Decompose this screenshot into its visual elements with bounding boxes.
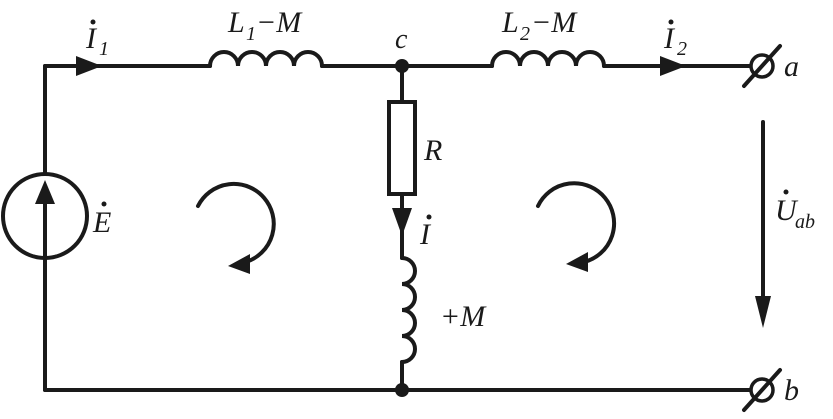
voltage-arrow-uab — [755, 120, 771, 328]
svg-text:E: E — [92, 206, 111, 239]
dot-accent — [783, 189, 789, 195]
label-terminal-b: b — [784, 374, 799, 407]
svg-text:L: L — [501, 6, 519, 39]
arrow-i-icon — [392, 208, 412, 236]
arrow-i1-icon — [76, 56, 102, 76]
label-current-i: I — [419, 214, 432, 251]
svg-text:L: L — [227, 6, 245, 39]
svg-text:−M: −M — [531, 6, 578, 39]
terminal-b — [742, 368, 782, 412]
svg-text:1: 1 — [99, 38, 109, 60]
label-l1-minus-m: L 1 −M — [227, 6, 303, 45]
svg-text:ab: ab — [795, 211, 815, 233]
label-resistor-r: R — [423, 134, 442, 167]
svg-text:I: I — [85, 22, 98, 55]
label-voltage-uab: U ab — [775, 189, 815, 233]
inductor-l1-minus-m — [208, 50, 324, 68]
svg-text:U: U — [775, 194, 799, 227]
node-c-dot — [395, 59, 409, 73]
label-l2-minus-m: L 2 −M — [501, 6, 578, 45]
svg-text:I: I — [419, 218, 432, 251]
svg-text:1: 1 — [246, 23, 256, 45]
svg-text:2: 2 — [677, 38, 687, 60]
inductor-plus-m — [400, 256, 417, 364]
loop-arrow-right-icon — [536, 181, 617, 272]
dot-accent — [90, 19, 96, 25]
label-i1: I 1 — [85, 19, 109, 60]
dot-accent — [426, 214, 432, 220]
label-terminal-a: a — [784, 50, 799, 83]
arrow-i2-icon — [660, 56, 686, 76]
label-inductor-plus-m: +M — [440, 300, 487, 333]
label-i2: I 2 — [663, 19, 687, 60]
dot-accent — [101, 201, 107, 207]
resistor-r — [387, 100, 417, 196]
terminal-a — [742, 44, 782, 88]
svg-text:2: 2 — [520, 23, 530, 45]
node-bottom-dot — [395, 383, 409, 397]
svg-text:I: I — [663, 22, 676, 55]
dot-accent — [668, 19, 674, 25]
loop-arrow-left-icon — [196, 181, 276, 274]
label-source-e: E — [92, 201, 111, 239]
svg-text:−M: −M — [256, 6, 303, 39]
voltage-source — [1, 172, 89, 260]
label-node-c: c — [395, 24, 408, 55]
source-arrow-icon — [35, 180, 55, 204]
inductor-l2-minus-m — [490, 50, 606, 68]
